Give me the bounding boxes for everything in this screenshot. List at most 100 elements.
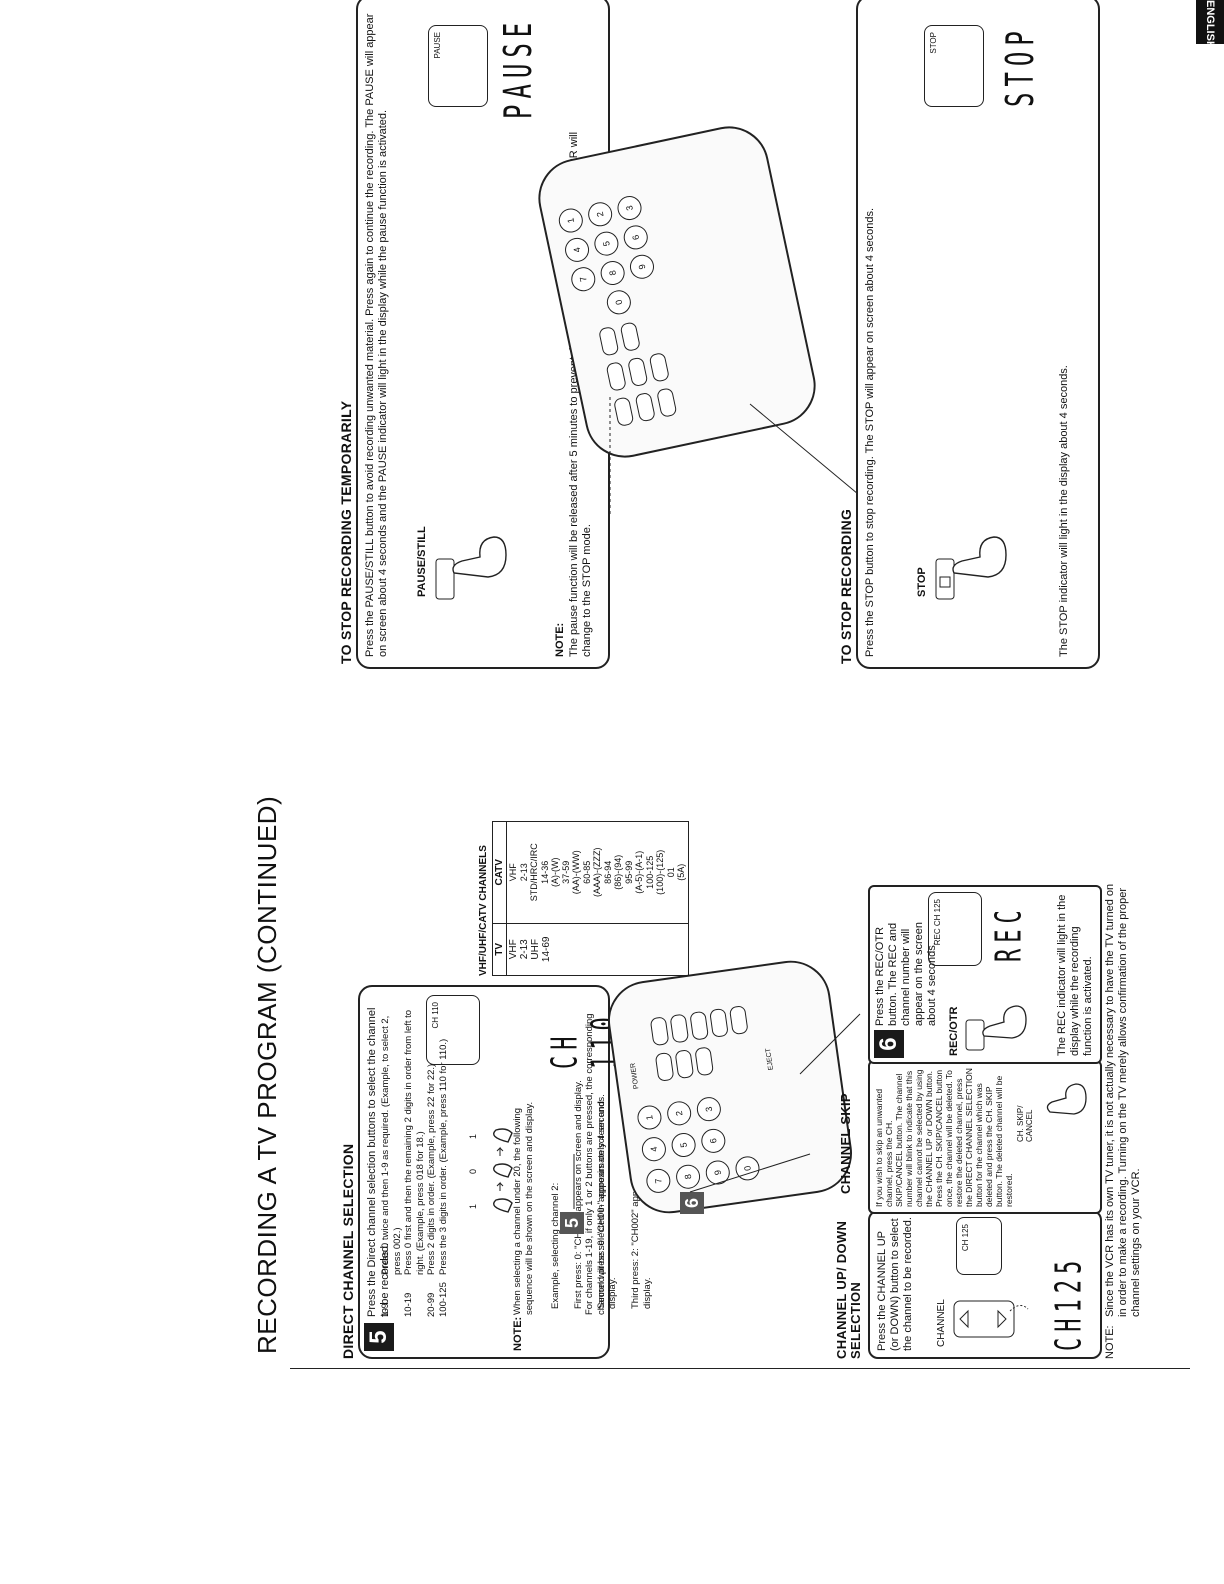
screen-label: REC CH 125 — [933, 899, 942, 946]
pause-box: Press the PAUSE/STILL button to avoid re… — [356, 0, 610, 669]
pause-note-label: NOTE: — [554, 622, 566, 657]
tv-uhf-range: 14-69 — [541, 936, 552, 963]
catv-item: 37-59 — [560, 860, 571, 884]
pause-heading: TO STOP RECORDING TEMPORARILY — [338, 400, 354, 664]
page-title: RECORDING A TV PROGRAM (CONTINUED) — [252, 795, 282, 1354]
channel-updown-box: Press the CHANNEL UP (or DOWN) button to… — [868, 1210, 1102, 1359]
catv-item: 14-36 — [539, 860, 550, 884]
step-5-badge: 5 — [364, 1323, 394, 1351]
tv-vhf-range: 2-13 — [519, 939, 530, 960]
remote-button: 4 — [562, 235, 592, 265]
catv-item: (AAA)-(ZZZ) — [592, 847, 602, 898]
catv-item: 100-125 — [644, 855, 655, 889]
tv-screen: PAUSE — [428, 25, 488, 107]
range-label: 20-99 — [426, 1292, 437, 1317]
skip-button-label: CH. SKIP/ CANCEL — [1016, 1105, 1034, 1142]
channel-updown-heading: CHANNEL UP/ DOWN SELECTION — [834, 1220, 863, 1359]
screen-label: CH 110 — [431, 1002, 440, 1029]
tv-uhf: UHF — [530, 939, 541, 960]
stop-box: Press the STOP button to stop recording.… — [856, 0, 1100, 669]
remote-key — [627, 356, 649, 388]
channel-skip-text: If you wish to skip an unwanted channel,… — [874, 1068, 1014, 1207]
stop-heading: TO STOP RECORDING — [838, 508, 854, 664]
catv-item: (5A) — [676, 863, 686, 881]
vcr-display: REC — [990, 904, 1030, 962]
channel-button-label: CHANNEL — [936, 1299, 947, 1347]
head-tv: TV — [492, 923, 507, 976]
step-6-badge: 6 — [874, 1030, 904, 1058]
tv-screen: CH 110 — [426, 995, 480, 1065]
catv-item: 86-94 — [602, 860, 613, 884]
vcr-display: CH125 — [1050, 1254, 1090, 1351]
tv-screen: STOP — [924, 25, 984, 107]
note-label: NOTE: — [512, 1316, 524, 1351]
footnote-label: NOTE: — [1104, 1325, 1116, 1359]
tv-vhf: VHF — [508, 939, 519, 960]
catv-std: STD/HRC/IRC — [529, 843, 539, 902]
remote-button: 0 — [604, 288, 634, 317]
finger-label: 1 — [468, 1203, 478, 1209]
remote-key — [619, 321, 642, 353]
remote-button: 7 — [569, 264, 598, 294]
catv-item: (A-5)-(A-1) — [634, 850, 644, 894]
vcr-display: STOP — [998, 25, 1043, 107]
rec-otr-label: REC/OTR — [948, 1006, 960, 1057]
vcr-display: PAUSE — [496, 16, 541, 119]
catv-item: (86)-(94) — [613, 854, 623, 890]
note-1: When selecting a channel under 20, the f… — [512, 1101, 535, 1315]
channel-updown-text: Press the CHANNEL UP (or DOWN) button to… — [876, 1217, 914, 1351]
pause-still-label: PAUSE/STILL — [416, 526, 428, 597]
pause-hand-icon — [435, 536, 507, 600]
range-text: Press 0 twice and then 1-9 as required. … — [380, 1015, 403, 1275]
catv-item: 60-85 — [581, 860, 592, 884]
range-text: Press 0 first and then the remaining 2 d… — [403, 1009, 426, 1275]
remote-button: 1 — [556, 206, 586, 235]
remote-button: 5 — [592, 229, 621, 258]
catv-item: (100)-(125) — [655, 849, 665, 895]
range-label: 1-9 — [380, 1303, 391, 1317]
range-label: 10-19 — [403, 1292, 414, 1317]
catv-item: (AA)-(WW) — [571, 850, 581, 895]
stop-hand-icon — [935, 536, 1007, 600]
language-tab: ENGLISH — [1196, 0, 1224, 49]
catv-item: (A)-(W) — [550, 857, 560, 888]
catv-item: 95-99 — [623, 860, 634, 884]
footnote: NOTE: Since the VCR has its own TV tuner… — [1104, 879, 1143, 1359]
catv-vhf-range: 2-13 — [518, 863, 529, 882]
direct-channel-heading: DIRECT CHANNEL SELECTION — [340, 1143, 356, 1359]
screen-label: STOP — [929, 32, 938, 54]
catv-vhf: VHF — [508, 863, 518, 882]
pause-stop-callout-lines — [609, 394, 871, 514]
vhf-table: TV CATV VHF 2-13 UHF 14-69 VHF 2-13 STD/… — [492, 821, 689, 976]
finger-label: 0 — [468, 1168, 478, 1174]
pointing-hand-icon — [1046, 1083, 1087, 1115]
channel-skip-box: If you wish to skip an unwanted channel,… — [868, 1060, 1102, 1214]
finger-sequence-icon — [493, 1128, 513, 1213]
remote-button: 2 — [585, 200, 615, 229]
direct-channel-box: 5 Press the Direct channel selection but… — [358, 985, 653, 1359]
tv-screen: REC CH 125 — [928, 892, 982, 966]
left-rule — [290, 1366, 1190, 1369]
screen-label: PAUSE — [433, 32, 442, 59]
rec-step-box: 6 Press the REC/OTR button. The REC and … — [868, 885, 1102, 1064]
remote-key — [598, 325, 620, 357]
remote-button: 9 — [627, 252, 657, 281]
remote-button: 6 — [621, 223, 650, 252]
catv-item: 01 — [665, 867, 676, 878]
remote-button: 3 — [615, 193, 644, 223]
pause-text: Press the PAUSE/STILL button to avoid re… — [364, 13, 389, 657]
stop-button-label: STOP — [916, 567, 928, 597]
callout-5: 5 — [560, 1212, 584, 1234]
callout-lines — [573, 1013, 861, 1209]
rec-step-footer: The REC indicator will light in the disp… — [1056, 894, 1094, 1056]
channel-button-icon — [953, 1300, 1029, 1338]
tv-screen: CH 125 — [956, 1217, 1002, 1275]
vhf-table-title: VHF/UHF/CATV CHANNELS — [478, 845, 489, 976]
channel-skip-heading: CHANNEL SKIP — [838, 1093, 853, 1194]
finger-label: 1 — [468, 1133, 478, 1139]
rec-otr-hand-icon — [965, 1005, 1027, 1051]
range-label: 100-125 — [437, 1282, 449, 1317]
screen-label: CH 125 — [961, 1224, 970, 1252]
head-catv: CATV — [492, 821, 507, 924]
